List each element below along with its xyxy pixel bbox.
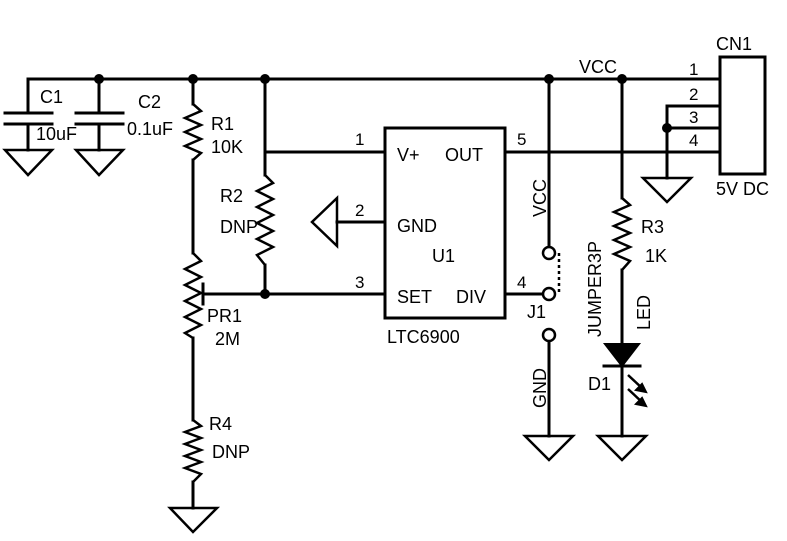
r4-ref: R4	[209, 414, 232, 434]
u1-pin1-number: 1	[355, 130, 364, 149]
resistor-r4: R4 DNP	[167, 414, 250, 534]
d1-value: LED	[634, 295, 654, 330]
connector-cn1: CN1 5V DC 1 2 3 4	[639, 34, 769, 204]
cn1-pin1-number: 1	[689, 60, 698, 79]
r1-value: 10K	[211, 137, 243, 157]
j1-ref: J1	[527, 302, 546, 322]
u1-pin-gnd: GND	[397, 216, 437, 236]
u1-pin3-number: 3	[355, 273, 364, 292]
capacitor-c2: C2 0.1uF	[73, 92, 173, 177]
led-d1: LED D1	[588, 295, 654, 462]
u1-ref: U1	[432, 246, 455, 266]
j1-type-label: JUMPER3P	[585, 241, 605, 337]
u1-pin-set: SET	[397, 287, 432, 307]
r2-value: DNP	[220, 217, 258, 237]
jumper-pin-middle	[541, 286, 557, 302]
u1-pin4-number: 4	[517, 273, 526, 292]
resistor-r1: R1 10K	[181, 103, 243, 161]
led-emission-arrowhead	[633, 396, 648, 408]
cn1-ref: CN1	[716, 34, 752, 54]
wires	[26, 77, 722, 510]
led-emission-arrowhead	[633, 382, 648, 394]
potentiometer-pr1: PR1 2M	[182, 252, 242, 349]
ic-u1: 1 2 3 4 5 V+ OUT GND U1 SET DIV LTC6900	[310, 126, 526, 347]
c1-value: 10uF	[36, 124, 77, 144]
u1-pin2-number: 2	[355, 201, 364, 220]
u1-pin-vplus: V+	[397, 145, 420, 165]
capacitor-c1: C1 10uF	[2, 87, 77, 177]
jumper-pin-top	[541, 245, 557, 261]
cn1-pin2-number: 2	[689, 85, 698, 104]
u1-pin-div: DIV	[456, 287, 486, 307]
led-triangle	[602, 343, 642, 368]
r3-ref: R3	[641, 217, 664, 237]
jumper-pin-bottom	[541, 327, 557, 343]
pr1-value: 2M	[215, 329, 240, 349]
ground-symbol	[594, 434, 650, 462]
pr1-ref: PR1	[207, 306, 242, 326]
c1-ref: C1	[40, 87, 63, 107]
j1-gnd-label: GND	[530, 368, 550, 408]
vcc-net-label: VCC	[579, 57, 617, 77]
resistor-r3: R3 1K	[610, 197, 667, 271]
c2-ref: C2	[138, 92, 161, 112]
r2-ref: R2	[220, 186, 243, 206]
ground-symbol	[167, 506, 221, 534]
resistor-r2: R2 DNP	[220, 174, 276, 266]
cn1-pin3-number: 3	[689, 108, 698, 127]
cn1-value: 5V DC	[716, 179, 769, 199]
ground-symbol	[639, 176, 695, 204]
junction-dots	[94, 74, 672, 299]
u1-part-number: LTC6900	[387, 327, 460, 347]
jumper-j1: J1 VCC GND JUMPER3P	[521, 179, 605, 462]
r3-value: 1K	[645, 246, 667, 266]
u1-pin5-number: 5	[517, 130, 526, 149]
ground-symbol	[73, 148, 126, 177]
r4-value: DNP	[212, 442, 250, 462]
r1-ref: R1	[211, 114, 234, 134]
ground-symbol	[310, 195, 339, 249]
u1-pin-out: OUT	[445, 145, 483, 165]
ground-symbol	[2, 148, 55, 177]
d1-ref: D1	[588, 374, 611, 394]
j1-vcc-label: VCC	[530, 179, 550, 217]
c2-value: 0.1uF	[127, 119, 173, 139]
ground-symbol	[521, 434, 577, 462]
cn1-pin4-number: 4	[689, 131, 698, 150]
